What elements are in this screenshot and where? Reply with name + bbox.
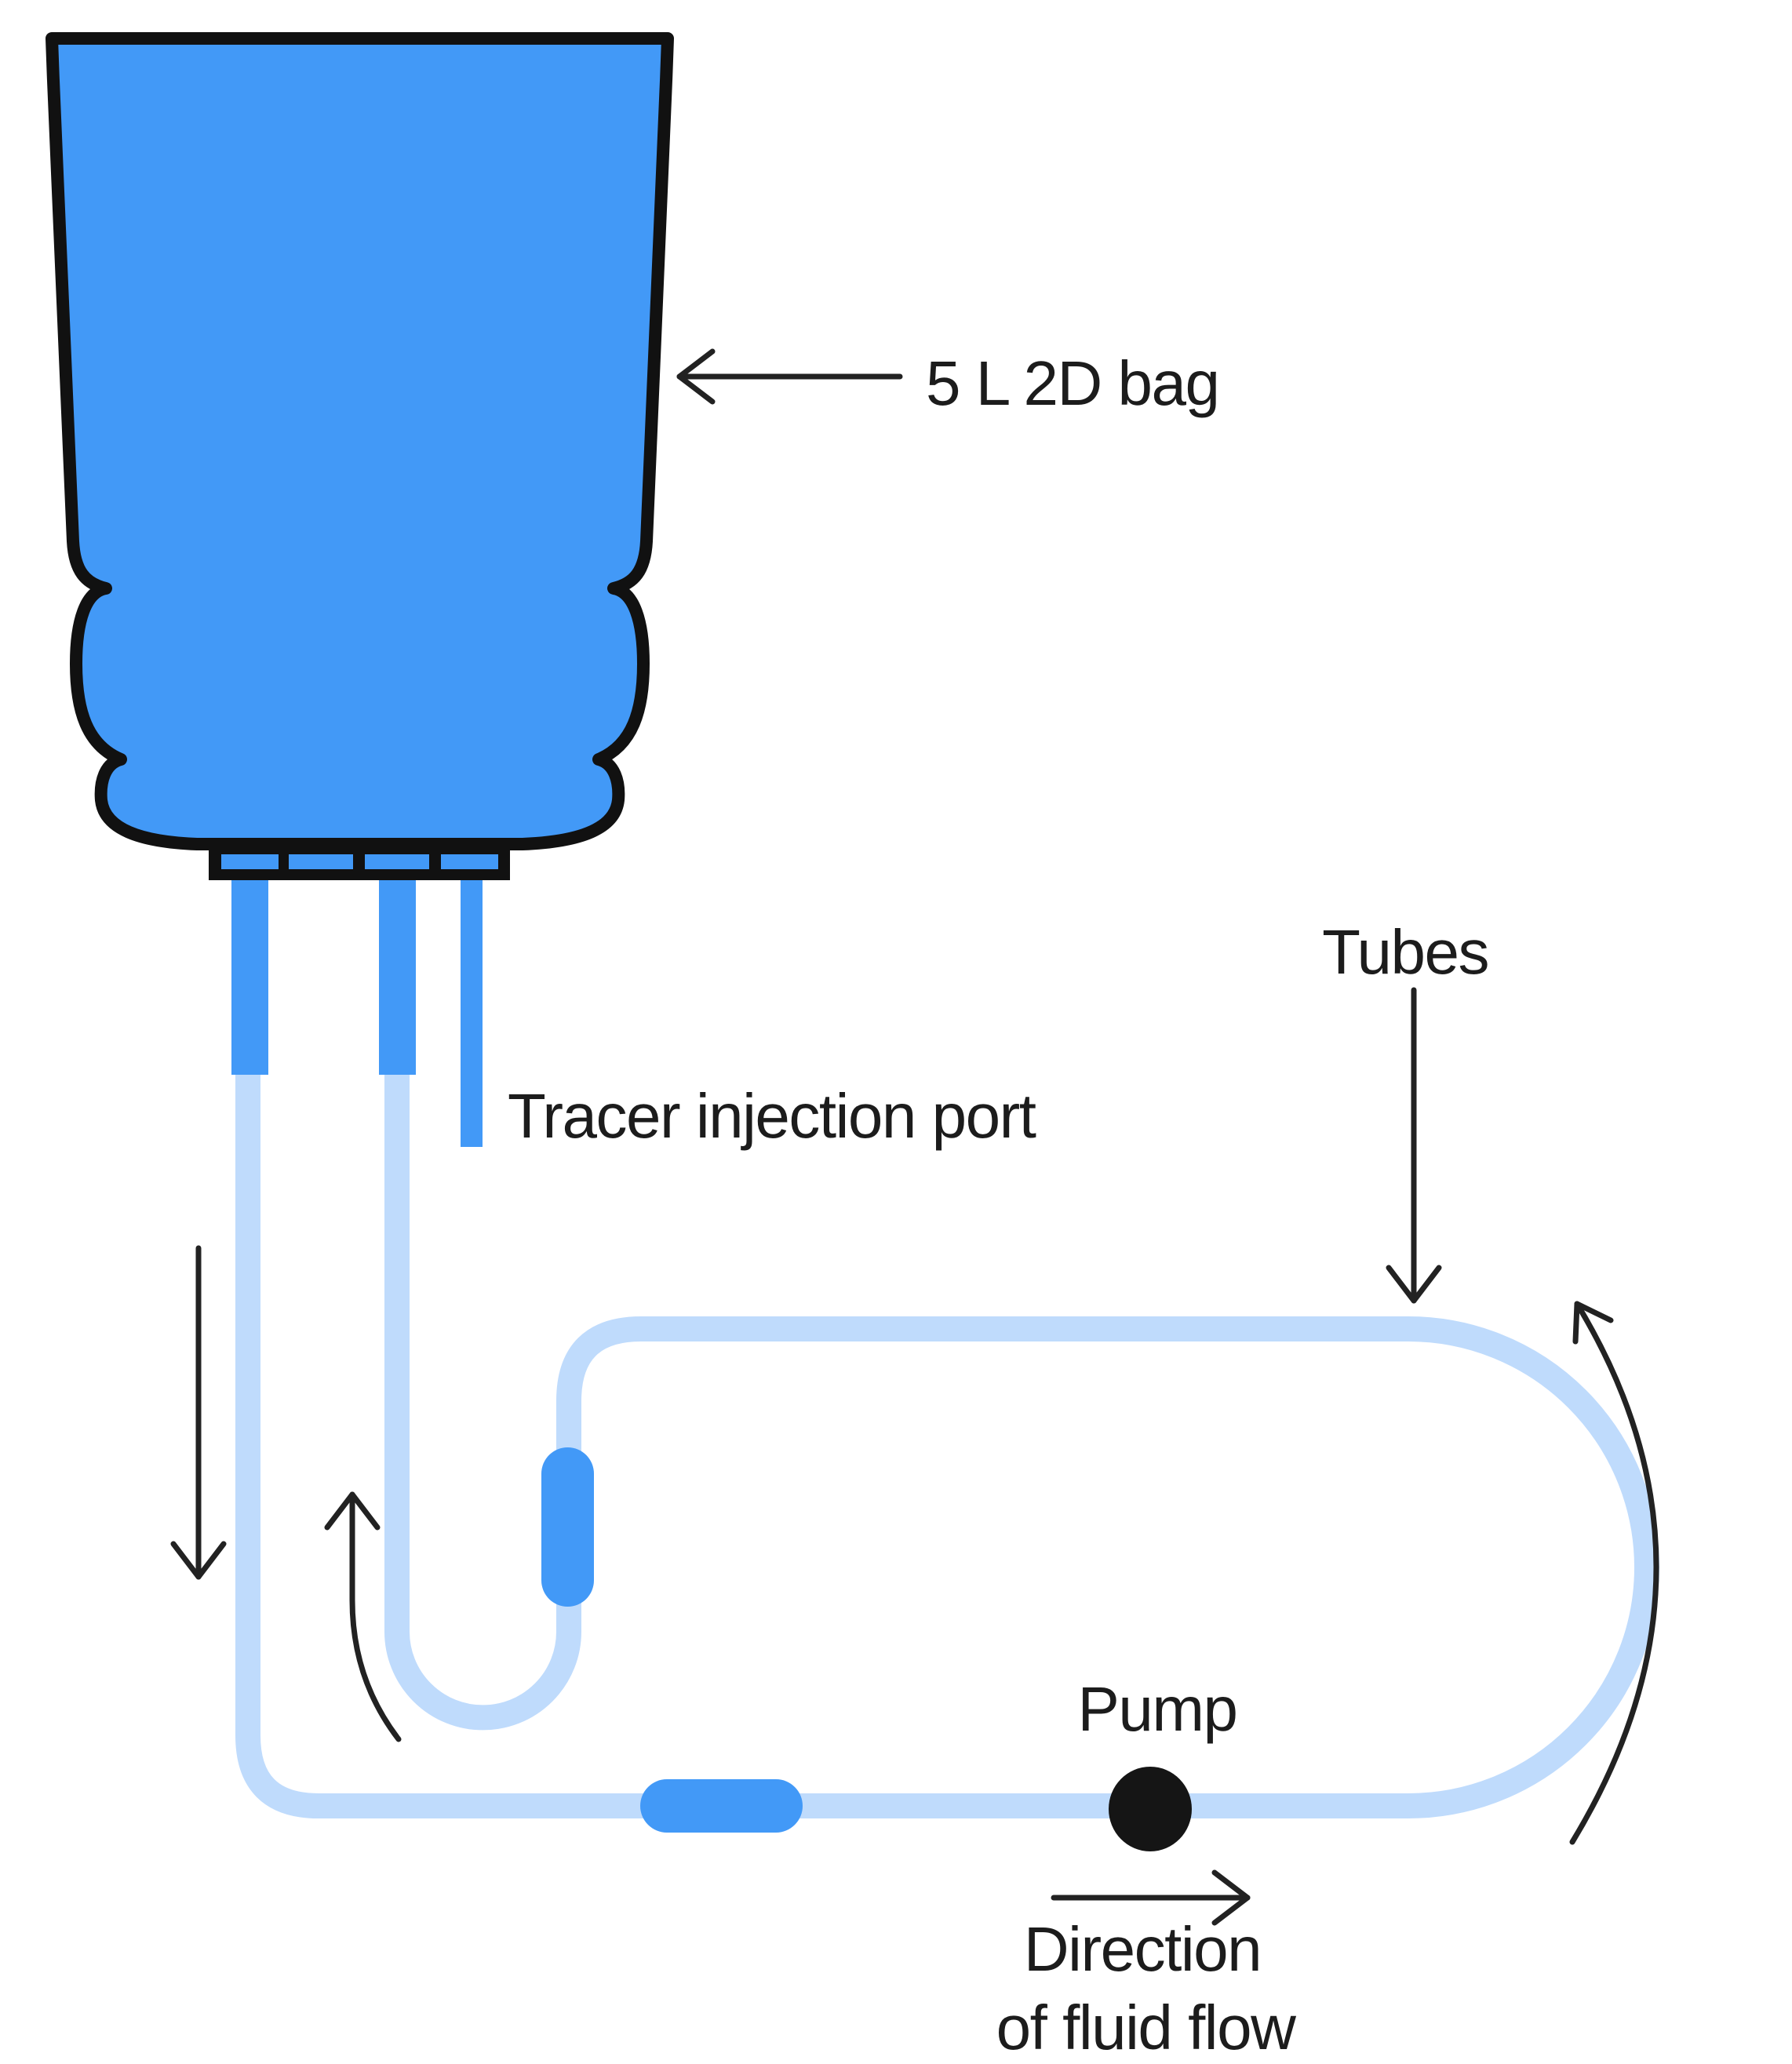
tube-cap-left: [231, 877, 268, 1075]
recirculation-arrow: [1569, 1301, 1659, 1845]
tubing-loop: [235, 1075, 1659, 1818]
arrow-head: [170, 1541, 227, 1580]
flow-direction-arrow: [1051, 1869, 1251, 1926]
pump-dot: [1109, 1767, 1192, 1851]
arrow-head: [676, 348, 716, 405]
bag-body: [46, 32, 674, 850]
upward-flow-arrow: [324, 1491, 402, 1742]
bag-port-window: [441, 854, 498, 869]
downward-flow-arrow: [170, 1245, 227, 1580]
tubes-pointer-arrow: [1386, 987, 1442, 1304]
arrow-head: [1572, 1301, 1614, 1345]
connector-vertical: [541, 1447, 594, 1607]
bag-port-window: [289, 854, 353, 869]
arrow-shaft: [349, 1491, 402, 1742]
direction-label-line2: of fluid flow: [996, 1993, 1296, 2062]
tube-cap-middle: [379, 877, 416, 1075]
arrow-head: [1211, 1869, 1251, 1926]
arrow-shaft: [1569, 1301, 1659, 1845]
tubing-loop-path: [235, 1075, 1659, 1818]
tubes-label: Tubes: [1322, 917, 1488, 987]
tracer-port-label: Tracer injection port: [508, 1081, 1036, 1151]
bag-label: 5 L 2D bag: [926, 348, 1218, 418]
tracer-injection-tube: [461, 877, 483, 1147]
bag-group: [46, 32, 674, 1147]
bag-port-window: [365, 854, 429, 869]
direction-label-line1: Direction: [1024, 1914, 1261, 1984]
arrow-head: [1386, 1265, 1442, 1304]
bag-port-window: [221, 854, 279, 869]
connector-horizontal: [640, 1779, 803, 1833]
pump-label: Pump: [1078, 1674, 1237, 1744]
arrow-head: [324, 1491, 381, 1531]
bag-label-arrow: [676, 348, 903, 405]
